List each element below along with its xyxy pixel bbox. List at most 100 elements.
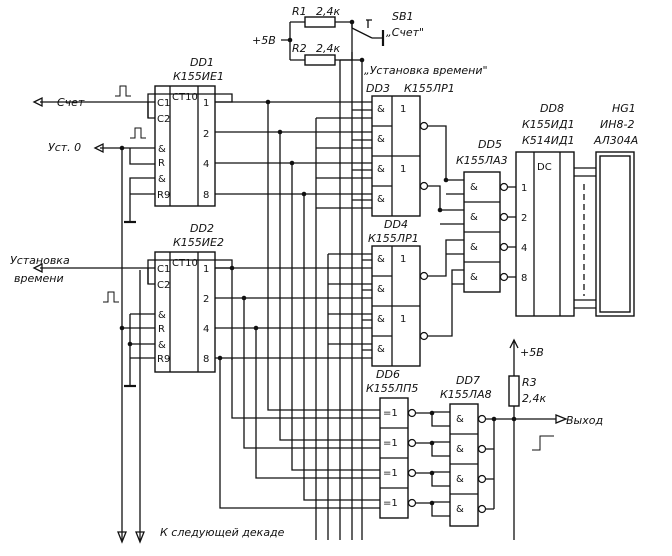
dd2-out-8: 8: [203, 354, 209, 365]
dd5-g4: &: [470, 272, 478, 283]
dd2-in-amp1: &: [158, 310, 166, 321]
dd3-g2: &: [377, 134, 385, 145]
dd4-or2: 1: [400, 314, 406, 325]
output-stage: +5В R3 2,4к Выход: [491, 338, 603, 540]
dd3-or1: 1: [400, 104, 406, 115]
dd8-in-1: 1: [521, 183, 527, 194]
chip-dd6: DD6 К155ЛП5 =1 =1 =1 =1: [366, 368, 418, 519]
dd5-g2: &: [470, 212, 478, 223]
dd7-g1: &: [456, 414, 464, 425]
sb1-pos-set: „Установка времени": [364, 64, 488, 77]
dd1-type: К155ИЕ1: [173, 70, 224, 83]
supply-label-out: +5В: [520, 346, 544, 359]
hg1-name: HG1: [612, 102, 636, 115]
dd2-type: К155ИЕ2: [173, 236, 224, 249]
dd4-or1: 1: [400, 254, 406, 265]
dd2-in-c1: C1: [157, 264, 170, 275]
signal-next-decade: К следующей декаде: [160, 526, 285, 539]
dd5-name: DD5: [478, 138, 502, 151]
supply-switch-section: +5В R1 2,4к R2 2,4к SB1 „Счет" „Установк…: [252, 5, 488, 540]
chip-dd8: DD8 К155ИД1 К514ИД1 DC 1 2 4 8: [515, 102, 596, 317]
dd2-in-r: R: [158, 324, 165, 335]
indicator-hg1: HG1 ИН8-2 АЛ304А: [593, 102, 638, 317]
dd6-type: К155ЛП5: [366, 382, 418, 395]
dd8-func: DC: [537, 162, 552, 173]
dd1-in-c2: C2: [157, 114, 170, 125]
dd8-in-4: 4: [521, 243, 527, 254]
r3-value: 2,4к: [522, 392, 546, 405]
r1-name: R1: [292, 5, 307, 18]
dd1-in-amp1: &: [158, 144, 166, 155]
dd7-g4: &: [456, 504, 464, 515]
dd2-in-r9: R9: [157, 354, 170, 365]
dd6-g2: =1: [383, 438, 398, 449]
signal-reset: Уст. 0: [48, 141, 81, 154]
dd3-g3: &: [377, 164, 385, 175]
signal-time-set-1: Установка: [10, 254, 70, 267]
resistor-r1: [304, 16, 336, 28]
dd3-type: К155ЛР1: [404, 82, 455, 95]
dd4-g3: &: [377, 314, 385, 325]
resistor-r3: [508, 375, 520, 407]
resistor-r2: [304, 54, 336, 66]
signal-output: Выход: [566, 414, 603, 427]
dd8-name: DD8: [540, 102, 564, 115]
chip-dd1: DD1 К155ИЕ1 CT10 C1 C2 & R & R9 1 2 4 8: [32, 56, 233, 224]
dd1-out-1: 1: [203, 98, 209, 109]
dd4-g4: &: [377, 344, 385, 355]
signal-time-set-2: времени: [14, 272, 64, 285]
dd7-name: DD7: [456, 374, 480, 387]
dd4-g1: &: [377, 254, 385, 265]
dd6-g1: =1: [383, 408, 398, 419]
sb1-pos-count: „Счет": [386, 26, 424, 39]
dd3-or2: 1: [400, 164, 406, 175]
dd8-type1: К155ИД1: [522, 118, 575, 131]
switch-sb1: [351, 19, 385, 60]
dd2-in-amp2: &: [158, 340, 166, 351]
chip-dd3: DD3 К155ЛР1 & & & & 1 1: [366, 82, 455, 217]
dd3-g1: &: [377, 104, 385, 115]
hg1-type2: АЛ304А: [593, 134, 638, 147]
dd1-in-c1: C1: [157, 98, 170, 109]
dd1-in-r: R: [158, 158, 165, 169]
dd1-out-4: 4: [203, 159, 209, 170]
dd2-name: DD2: [190, 222, 214, 235]
dd3-name: DD3: [366, 82, 390, 95]
r1-value: 2,4к: [316, 5, 340, 18]
dd7-g2: &: [456, 444, 464, 455]
chip-dd5: DD5 К155ЛА3 & & & &: [456, 138, 516, 293]
dd1-func: CT10: [172, 92, 198, 103]
dd1-in-r9: R9: [157, 190, 170, 201]
dd2-func: CT10: [172, 258, 198, 269]
dd1-out-2: 2: [203, 129, 209, 140]
dd8-type2: К514ИД1: [522, 134, 575, 147]
r2-name: R2: [292, 42, 307, 55]
sb1-name: SB1: [392, 10, 414, 23]
dd5-type: К155ЛА3: [456, 154, 508, 167]
supply-label-top: +5В: [252, 34, 276, 47]
chip-dd7: DD7 К155ЛА8 & & & &: [440, 374, 495, 527]
dd5-g3: &: [470, 242, 478, 253]
dd6-name: DD6: [376, 368, 400, 381]
dd1-in-amp2: &: [158, 174, 166, 185]
hg1-type1: ИН8-2: [600, 118, 634, 131]
dd4-type: К155ЛР1: [368, 232, 419, 245]
counter-output-bus: [215, 99, 380, 540]
dd7-g3: &: [456, 474, 464, 485]
dd3-g4: &: [377, 194, 385, 205]
dd5-g1: &: [470, 182, 478, 193]
dd4-name: DD4: [384, 218, 408, 231]
chip-dd4: DD4 К155ЛР1 & & & & 1 1: [368, 218, 429, 367]
dd4-g2: &: [377, 284, 385, 295]
dd2-in-c2: C2: [157, 280, 170, 291]
dd6-g3: =1: [383, 468, 398, 479]
dd1-name: DD1: [190, 56, 214, 69]
chip-dd2: DD2 К155ИЕ2 CT10 C1 C2 & R & R9 1 2 4 8: [32, 222, 233, 388]
dd6-g4: =1: [383, 498, 398, 509]
dd1-out-8: 8: [203, 190, 209, 201]
dd2-out-1: 1: [203, 264, 209, 275]
r2-value: 2,4к: [316, 42, 340, 55]
signal-count: Счет: [57, 96, 85, 109]
dd2-out-2: 2: [203, 294, 209, 305]
